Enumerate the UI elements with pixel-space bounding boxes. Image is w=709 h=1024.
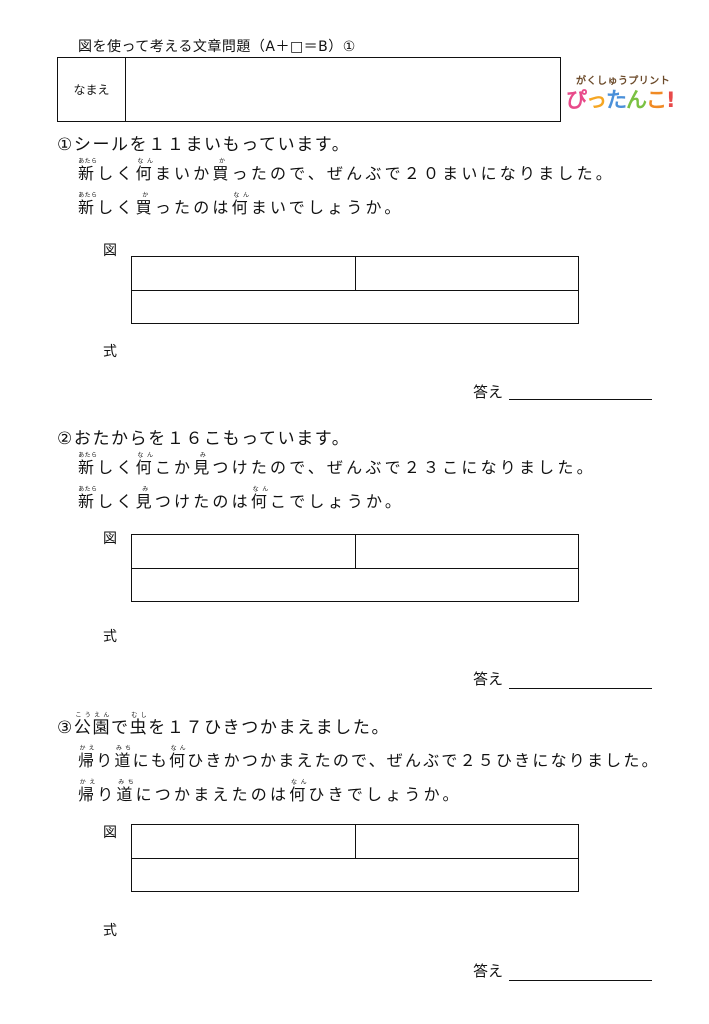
diagram-divider [355, 825, 356, 858]
problem-1-formula-label: 式 [103, 344, 117, 360]
logo-char: ! [666, 88, 676, 112]
name-field[interactable] [126, 58, 560, 121]
pittanko-logo: がくしゅうプリント ぴったんこ! [566, 72, 676, 116]
logo-char: っ [586, 88, 607, 112]
logo-wordmark: ぴったんこ! [566, 84, 676, 114]
logo-char: た [606, 88, 627, 112]
problem-1-line-3: 新あたらしく買かったのは何なんまいでしょうか。 [78, 192, 404, 217]
name-label: なまえ [58, 58, 126, 121]
problem-3-answer-line[interactable] [509, 980, 652, 981]
problem-2-diagram[interactable] [131, 534, 579, 602]
name-box: なまえ [57, 57, 561, 122]
problem-1-figure-label: 図 [103, 243, 117, 259]
problem-3-formula-label: 式 [103, 923, 117, 939]
diagram-top-row [132, 825, 578, 859]
diagram-top-row [132, 257, 578, 291]
problem-3-answer-label: 答え [473, 962, 504, 980]
diagram-divider [355, 535, 356, 568]
problem-3-diagram[interactable] [131, 824, 579, 892]
problem-1-heading: ①シールを１１まいもっています。 [57, 135, 351, 155]
problem-1-diagram[interactable] [131, 256, 579, 324]
logo-char: ぴ [566, 88, 587, 112]
logo-char: こ [646, 88, 667, 112]
problem-3-line-2: 帰かえり道みちにも何なんひきかつかまえたので、ぜんぶで２５ひきになりました。 [78, 745, 660, 770]
problem-1-line-2: 新あたらしく何なんまいか買かったので、ぜんぶで２０まいになりました。 [78, 158, 615, 183]
problem-3-figure-label: 図 [103, 825, 117, 841]
problem-2-formula-label: 式 [103, 629, 117, 645]
problem-2-line-2: 新あたらしく何なんこか見みつけたので、ぜんぶで２３こになりました。 [78, 452, 596, 477]
logo-top-text: がくしゅうプリント [576, 76, 671, 87]
problem-2-answer-line[interactable] [509, 688, 652, 689]
problem-2-figure-label: 図 [103, 531, 117, 547]
problem-1-answer-line[interactable] [509, 399, 652, 400]
problem-2-line-3: 新あたらしく見みつけたのは何なんこでしょうか。 [78, 486, 405, 511]
problem-2-heading: ②おたからを１６こもっています。 [57, 429, 351, 449]
problem-3-heading: ③公園こうえんで虫むしを１７ひきつかまえました。 [57, 712, 391, 738]
worksheet-title: 図を使って考える文章問題（A＋□＝B）① [78, 39, 356, 55]
problem-3-line-3: 帰かえり道みちにつかまえたのは何なんひきでしょうか。 [78, 779, 462, 804]
diagram-divider [355, 257, 356, 290]
problem-2-answer-label: 答え [473, 670, 504, 688]
problem-1-answer-label: 答え [473, 383, 504, 401]
logo-char: ん [626, 88, 647, 112]
diagram-top-row [132, 535, 578, 569]
